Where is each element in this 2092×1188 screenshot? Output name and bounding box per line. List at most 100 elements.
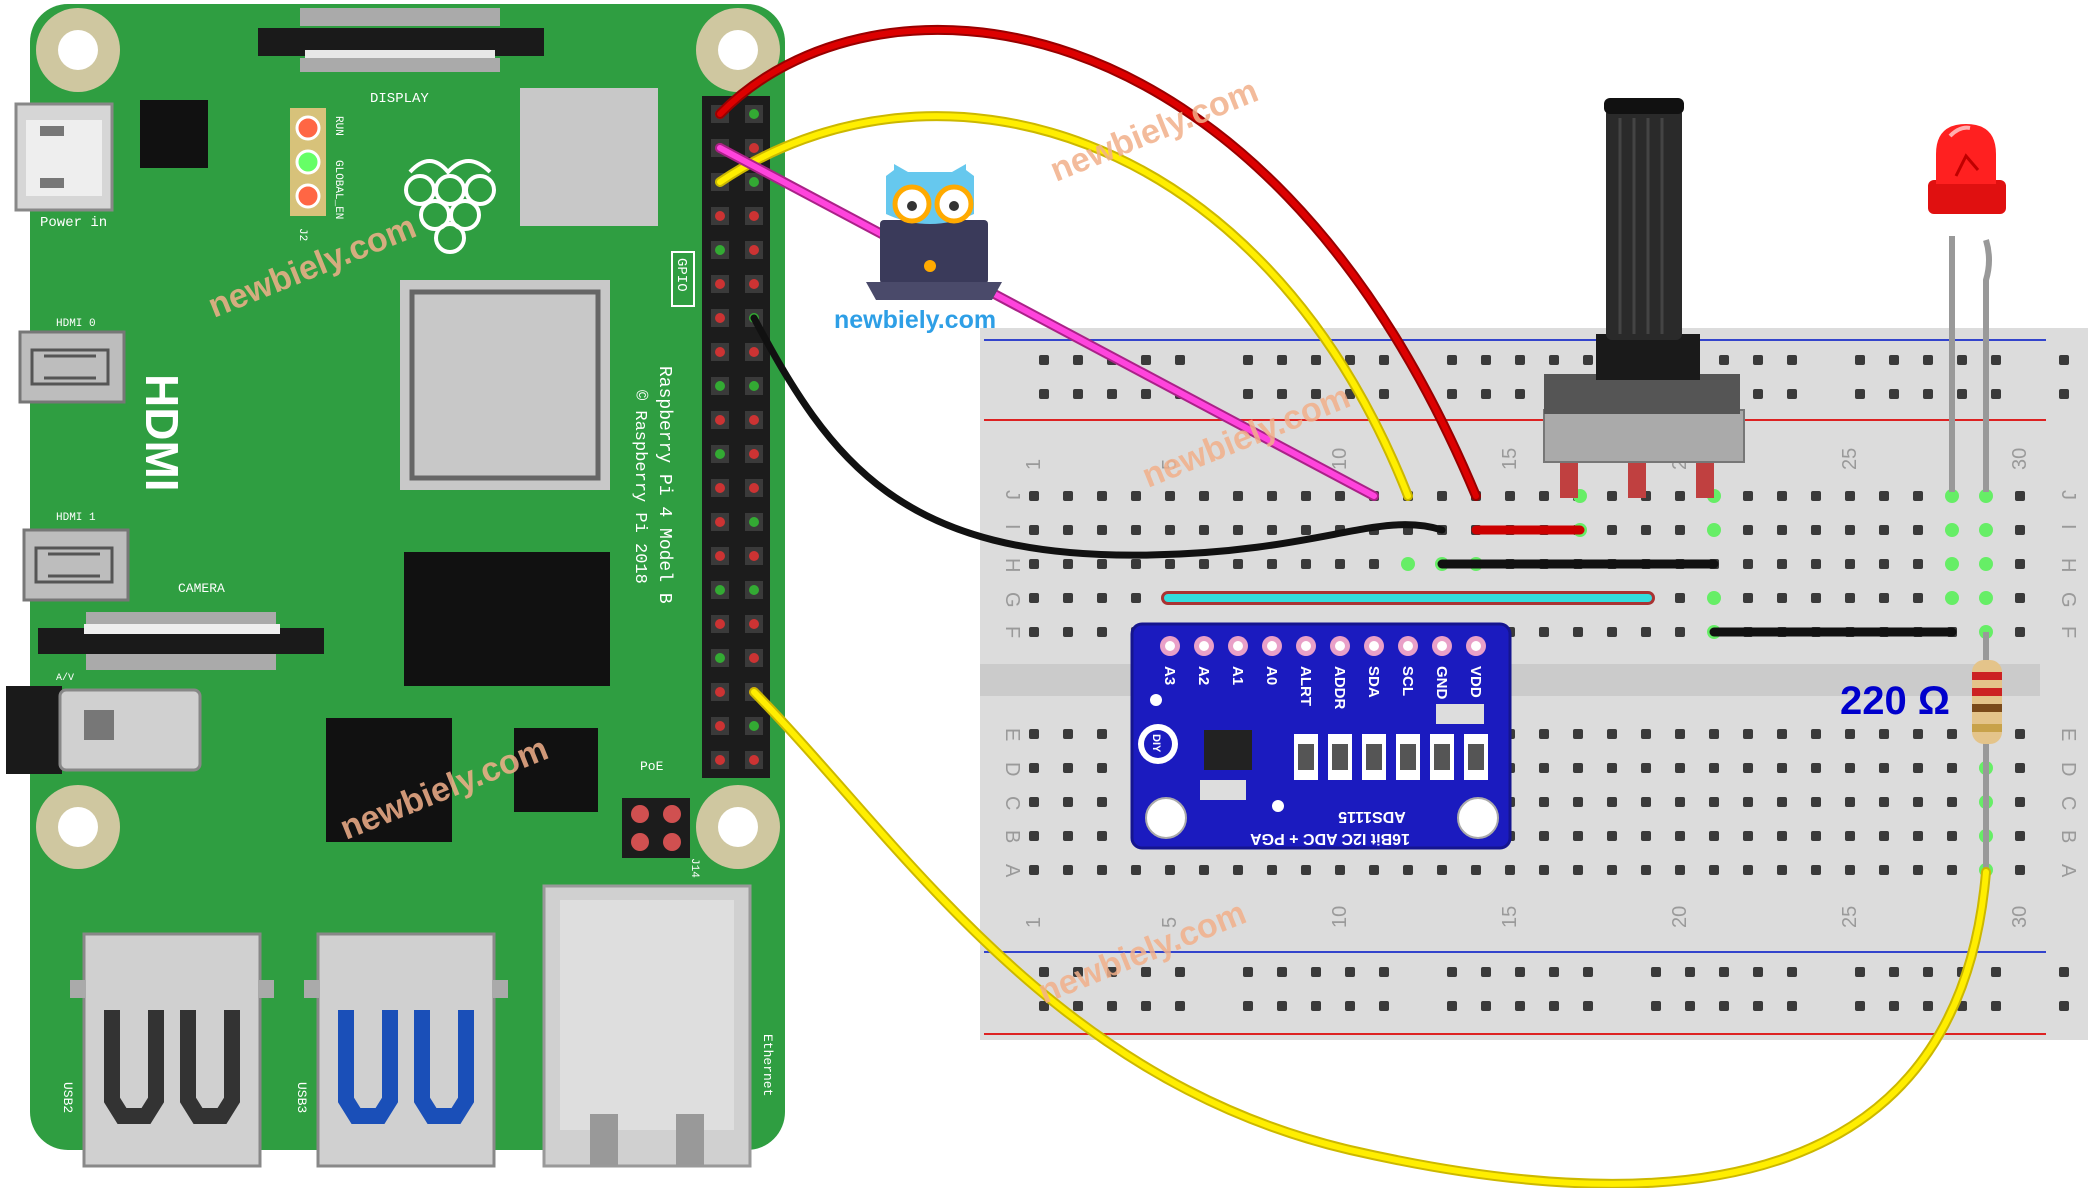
breadboard-hole [2015, 831, 2025, 841]
gpio-pin[interactable] [749, 653, 759, 663]
usb2-label: USB2 [60, 1082, 75, 1113]
potentiometer-knob[interactable] [1606, 108, 1682, 340]
rail-hole [2059, 389, 2069, 399]
rail-hole [1277, 389, 1287, 399]
breadboard-hole [1199, 491, 1209, 501]
gpio-pin[interactable] [715, 755, 725, 765]
gpio-pin[interactable] [715, 721, 725, 731]
mounting-holes [36, 8, 780, 869]
gpio-pin[interactable] [749, 551, 759, 561]
breadboard-hole [1743, 729, 1753, 739]
rail-hole [1515, 389, 1525, 399]
rail-hole [1651, 967, 1661, 977]
gpio-pin[interactable] [749, 381, 759, 391]
breadboard-hole [1777, 559, 1787, 569]
gpio-pin[interactable] [715, 347, 725, 357]
adc-pin-hole[interactable] [1165, 641, 1175, 651]
breadboard-hole [1063, 797, 1073, 807]
copyright-label: © Raspberry Pi 2018 [630, 390, 649, 584]
column-number-bottom: 10 [1329, 906, 1351, 928]
gpio-pin[interactable] [749, 517, 759, 527]
gpio-pin[interactable] [749, 755, 759, 765]
gpio-pin[interactable] [715, 483, 725, 493]
rail-hole [1549, 967, 1559, 977]
breadboard-hole [1097, 627, 1107, 637]
raspberry-pi-board: DISPLAY Power in RUN GLOBAL_EN J2 [6, 4, 785, 1168]
adc-pin-hole[interactable] [1369, 641, 1379, 651]
breadboard-hole [1777, 525, 1787, 535]
gpio-pin[interactable] [715, 313, 725, 323]
breadboard-hole [1573, 763, 1583, 773]
gpio-pin[interactable] [715, 245, 725, 255]
breadboard-hole [1607, 831, 1617, 841]
breadboard-hole [1029, 593, 1039, 603]
gpio-pin[interactable] [749, 279, 759, 289]
usb3-label: USB3 [294, 1082, 309, 1113]
gpio-pin[interactable] [749, 483, 759, 493]
gpio-pin[interactable] [749, 177, 759, 187]
adc-smd-components [1294, 734, 1488, 780]
rail-hole [1889, 389, 1899, 399]
adc-pin-hole[interactable] [1301, 641, 1311, 651]
gpio-pin[interactable] [749, 415, 759, 425]
gpio-pin[interactable] [749, 143, 759, 153]
row-letter-right: F [2057, 626, 2079, 638]
breadboard-hole [1879, 763, 1889, 773]
adc-pin-hole[interactable] [1471, 641, 1481, 651]
column-number-bottom: 5 [1159, 917, 1181, 928]
rail-hole [1345, 967, 1355, 977]
adc-pin-hole[interactable] [1267, 641, 1277, 651]
adc-pin-hole[interactable] [1335, 641, 1345, 651]
breadboard-hole [1845, 525, 1855, 535]
gpio-pin[interactable] [715, 551, 725, 561]
gpio-pin[interactable] [715, 653, 725, 663]
breadboard-hole [1845, 797, 1855, 807]
breadboard-hole [1573, 797, 1583, 807]
gpio-pin[interactable] [715, 211, 725, 221]
camera-connector: CAMERA [38, 581, 324, 670]
gpio-pin[interactable] [715, 449, 725, 459]
breadboard-hole [1913, 797, 1923, 807]
wifi-module [520, 88, 658, 226]
active-hole [1979, 557, 1993, 571]
poe-label: PoE [640, 759, 664, 774]
adc-pin-hole[interactable] [1233, 641, 1243, 651]
gpio-pin[interactable] [715, 517, 725, 527]
breadboard-hole [1233, 525, 1243, 535]
breadboard-hole [1097, 865, 1107, 875]
breadboard-hole [1165, 865, 1175, 875]
breadboard-hole [1063, 831, 1073, 841]
gpio-pin[interactable] [715, 415, 725, 425]
model-label: Raspberry Pi 4 Model B [654, 366, 674, 604]
gpio-pin[interactable] [749, 619, 759, 629]
gpio-pin[interactable] [715, 381, 725, 391]
gpio-pin[interactable] [715, 687, 725, 697]
rail-hole [1855, 967, 1865, 977]
gpio-pin[interactable] [749, 721, 759, 731]
status-leds: RUN GLOBAL_EN J2 [290, 108, 344, 241]
gpio-pin[interactable] [749, 245, 759, 255]
breadboard-hole [1301, 491, 1311, 501]
gpio-pin[interactable] [749, 109, 759, 119]
gpio-pin[interactable] [715, 279, 725, 289]
ethernet-label: Ethernet [760, 1034, 775, 1096]
gpio-pin[interactable] [715, 619, 725, 629]
rail-hole [1379, 389, 1389, 399]
column-number-top: 10 [1329, 448, 1351, 470]
adc-pin-hole[interactable] [1403, 641, 1413, 651]
gpio-pin[interactable] [749, 449, 759, 459]
active-hole [1979, 591, 1993, 605]
rail-hole [1685, 967, 1695, 977]
adc-description: 16Bit I2C ADC + PGA [1250, 830, 1410, 847]
gpio-pin[interactable] [749, 347, 759, 357]
gpio-pin[interactable] [749, 585, 759, 595]
breadboard-hole [1403, 865, 1413, 875]
adc-pin-hole[interactable] [1199, 641, 1209, 651]
adc-pin-hole[interactable] [1437, 641, 1447, 651]
display-connector: DISPLAY [258, 8, 544, 107]
gpio-pin[interactable] [715, 585, 725, 595]
breadboard-hole [1743, 491, 1753, 501]
rail-hole [1277, 1001, 1287, 1011]
breadboard-hole [1029, 729, 1039, 739]
gpio-pin[interactable] [749, 211, 759, 221]
